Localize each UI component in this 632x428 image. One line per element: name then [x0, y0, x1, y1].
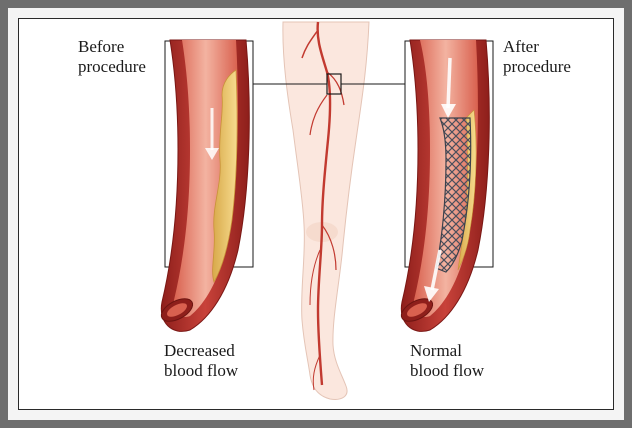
- decreased-label-line-1: Decreased: [164, 341, 235, 360]
- leg-outline: [282, 21, 370, 400]
- femoral-artery: [316, 21, 332, 386]
- after-procedure-label: After procedure: [503, 37, 571, 77]
- artery-with-plaque: [160, 39, 250, 332]
- before-label-line-1: Before: [78, 37, 125, 56]
- after-label-line-1: After: [503, 37, 539, 56]
- artery-with-stent: [400, 39, 490, 332]
- plaque-deposit: [212, 69, 238, 283]
- leg-illustration: [282, 21, 370, 400]
- stent-mesh: [435, 117, 472, 273]
- normal-blood-flow-label: Normal blood flow: [410, 341, 484, 381]
- flow-arrow-normal-bottom: [430, 249, 442, 291]
- normal-label-line-1: Normal: [410, 341, 462, 360]
- flow-arrow-normal-top: [446, 57, 452, 109]
- before-label-line-2: procedure: [78, 57, 146, 76]
- after-label-line-2: procedure: [503, 57, 571, 76]
- normal-label-line-2: blood flow: [410, 361, 485, 380]
- before-procedure-label: Before procedure: [78, 37, 146, 77]
- decreased-blood-flow-label: Decreased blood flow: [164, 341, 238, 381]
- decreased-label-line-2: blood flow: [164, 361, 239, 380]
